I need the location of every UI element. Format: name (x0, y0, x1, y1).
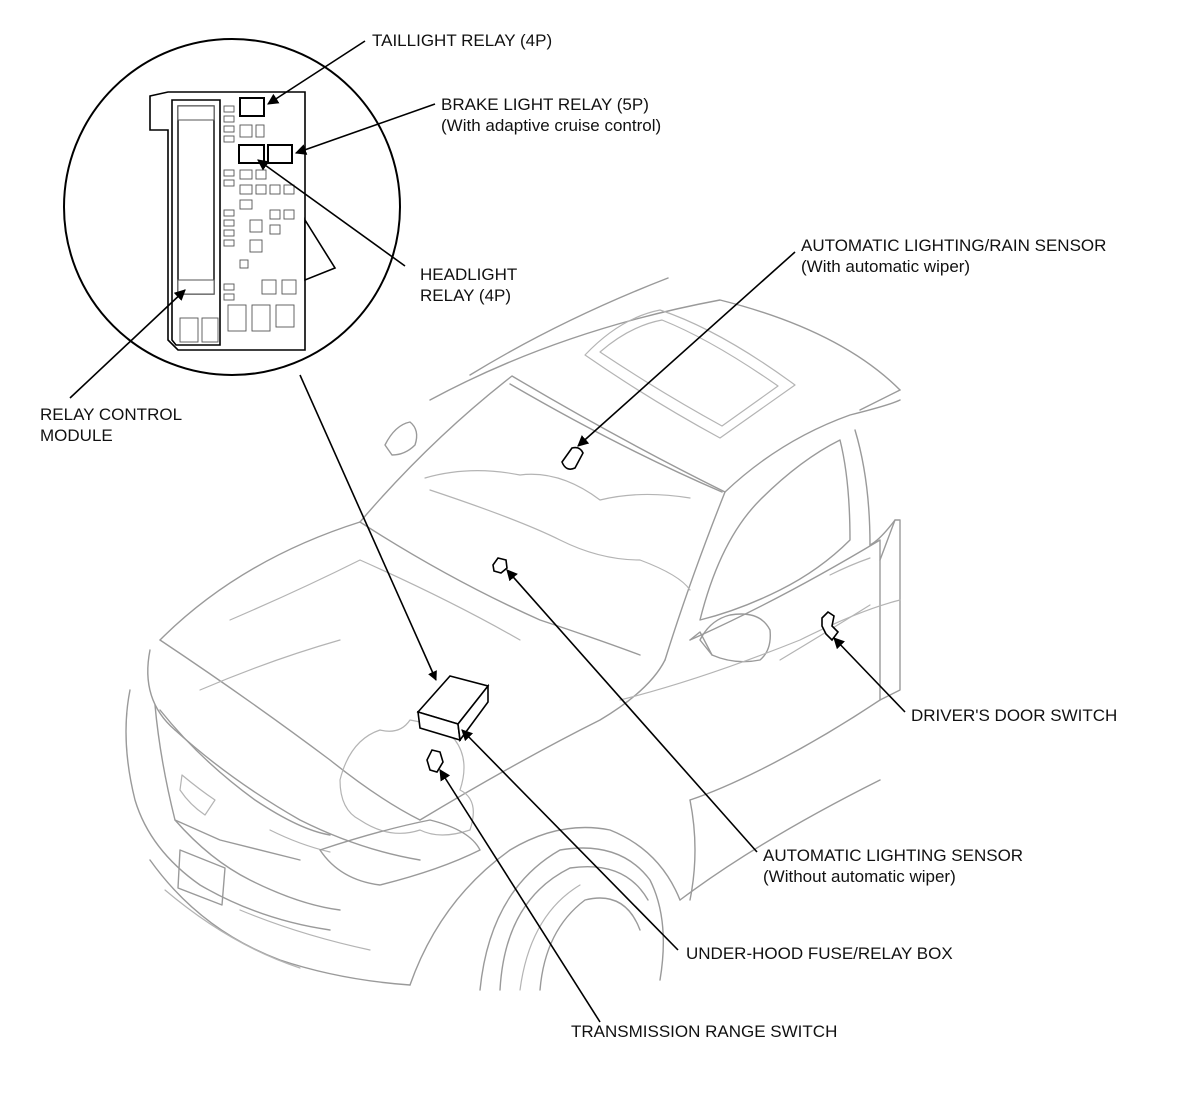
transmission-switch-part (426, 749, 444, 773)
label-drivers-door-switch: DRIVER'S DOOR SWITCH (911, 706, 1118, 725)
label-under-hood-fuse-relay-box: UNDER-HOOD FUSE/RELAY BOX (686, 944, 953, 963)
label-auto-lighting-rain-sensor: AUTOMATIC LIGHTING/RAIN SENSOR (With aut… (801, 235, 1106, 277)
label-relay-control-module-line2: MODULE (40, 426, 113, 445)
label-auto-lighting-sensor-note: (Without automatic wiper) (763, 867, 956, 886)
label-auto-lighting-sensor: AUTOMATIC LIGHTING SENSOR (Without autom… (763, 845, 1023, 887)
label-relay-control-module-line1: RELAY CONTROL (40, 405, 183, 424)
brake-light-relay-outline (267, 144, 293, 164)
label-transmission-range-switch: TRANSMISSION RANGE SWITCH (571, 1022, 838, 1041)
leader-lines (69, 40, 906, 1023)
label-headlight-relay-line1: HEADLIGHT (420, 265, 518, 284)
fuse-relay-box-part (416, 675, 490, 743)
label-brake-light-relay-name: BRAKE LIGHT RELAY (5P) (441, 95, 649, 114)
door-switch-part (821, 610, 840, 642)
label-relay-control-module: RELAY CONTROL MODULE (40, 404, 182, 446)
label-taillight-relay: TAILLIGHT RELAY (4P) (372, 31, 553, 50)
label-auto-lighting-rain-sensor-note: (With automatic wiper) (801, 257, 971, 276)
label-brake-light-relay: BRAKE LIGHT RELAY (5P) (With adaptive cr… (441, 94, 661, 136)
label-brake-light-relay-note: (With adaptive cruise control) (441, 116, 662, 135)
label-headlight-relay: HEADLIGHT RELAY (4P) (420, 264, 517, 306)
vehicle-outline (125, 277, 901, 991)
rain-sensor-part (561, 446, 584, 470)
lighting-sensor-part (492, 557, 508, 574)
label-auto-lighting-rain-sensor-name: AUTOMATIC LIGHTING/RAIN SENSOR (801, 236, 1107, 255)
label-auto-lighting-sensor-name: AUTOMATIC LIGHTING SENSOR (763, 846, 1024, 865)
label-headlight-relay-line2: RELAY (4P) (420, 286, 512, 305)
relay-box-detail-circle (63, 38, 401, 376)
headlight-relay-outline (238, 144, 265, 164)
taillight-relay-outline (239, 97, 265, 117)
